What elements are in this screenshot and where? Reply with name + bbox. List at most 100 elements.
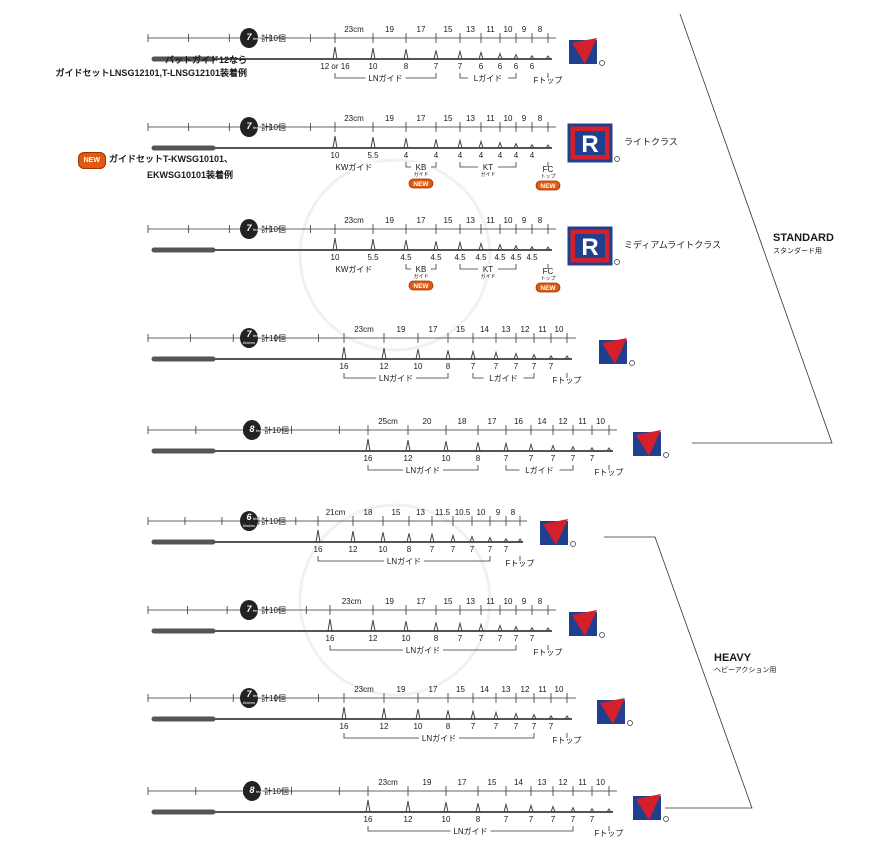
spacing-label: 13 (466, 114, 475, 123)
spacing-label: 12 (521, 325, 530, 334)
guide-size-label: 8 (446, 722, 451, 731)
brand-logo-red-mark (543, 519, 568, 545)
spacing-label: 15 (444, 25, 453, 34)
guide-size-label: 7 (430, 545, 435, 554)
top-label: Fトップ (595, 829, 624, 838)
guide-size-label: 5.5 (367, 151, 379, 160)
length-value: 7 (246, 604, 252, 614)
guide-ring (365, 799, 371, 813)
guide-ring (315, 529, 321, 543)
guide-ring (370, 48, 376, 60)
new-badge-text: NEW (540, 285, 556, 292)
guide-size-label: 7 (529, 815, 534, 824)
guide-size-label: 7 (471, 362, 476, 371)
spacing-label: 17 (488, 417, 497, 426)
guide-size-label: 12 (380, 362, 389, 371)
length-sub: 6inches (243, 524, 255, 528)
guide-size-label: 7 (514, 362, 519, 371)
guide-size-label: 16 (340, 362, 349, 371)
spacing-label: 9 (496, 508, 501, 517)
guide-ring (365, 438, 371, 452)
registered-mark (599, 60, 605, 66)
guide-ring (531, 353, 537, 360)
guide-size-label: 4 (498, 151, 503, 160)
bracket-label: LNガイド (406, 645, 440, 655)
guide-ring (513, 244, 519, 251)
spacing-label: 19 (397, 325, 406, 334)
guide-ring (332, 46, 338, 60)
guide-ring (450, 533, 456, 543)
guide-ring (341, 706, 347, 720)
spacing-label: 8 (538, 216, 543, 225)
spacing-label: 15 (456, 685, 465, 694)
spacing-label: 15 (444, 597, 453, 606)
bracket-label-bg (403, 645, 443, 655)
spacing-label: 9 (522, 597, 527, 606)
total-guides-label: 計10個 (261, 693, 286, 703)
guide-ring (503, 537, 509, 543)
guide-ring (443, 802, 449, 813)
guide-size-label: 7 (514, 722, 519, 731)
guide-size-label: 7 (551, 815, 556, 824)
length-unit: feet (253, 125, 261, 130)
spacing-label: 8 (538, 25, 543, 34)
length-value: 8 (249, 424, 254, 434)
spacing-label: 19 (385, 597, 394, 606)
guide-size-label: 12 (369, 634, 378, 643)
spacing-label: 12 (559, 778, 568, 787)
bracket-label-bg (483, 373, 524, 383)
guide-ring (513, 712, 519, 720)
length-badge (240, 28, 258, 48)
guide-ring (529, 143, 535, 149)
guide-size-label: 16 (364, 454, 373, 463)
bracket-sub-label: ガイド (413, 273, 428, 280)
guide-ring (545, 144, 551, 149)
guide-size-label: 7 (504, 454, 509, 463)
guide-ring (589, 446, 595, 452)
brand-logo-blue-inner (575, 131, 605, 155)
guide-ring (445, 350, 451, 360)
length-value: 7 (246, 121, 252, 131)
total-guides-label: 計10個 (261, 224, 286, 234)
guide-size-label: 7 (590, 454, 595, 463)
length-value: 7 (246, 329, 252, 339)
spacing-label: 10 (504, 114, 513, 123)
spacing-label: 15 (444, 216, 453, 225)
guide-size-label: 10 (331, 151, 340, 160)
spacing-label: 17 (417, 216, 426, 225)
top-label: Fトップ (506, 559, 535, 568)
guide-ring (487, 536, 493, 543)
guide-size-label: 6 (479, 62, 484, 71)
bracket-label-bg (519, 465, 560, 475)
top-label: Fトップ (534, 76, 563, 85)
registered-mark (629, 360, 635, 366)
guide-size-label: 4.5 (494, 253, 506, 262)
guide-size-label: 7 (458, 62, 463, 71)
guide-ring (478, 139, 484, 149)
guide-ring (370, 620, 376, 632)
guide-size-label: 8 (476, 454, 481, 463)
spacing-label: 14 (480, 325, 489, 334)
length-unit: feet (253, 227, 261, 232)
guide-size-label: 7 (494, 362, 499, 371)
guide-size-label: 10 (442, 454, 451, 463)
guide-ring (370, 239, 376, 251)
guide-size-label: 4.5 (510, 253, 522, 262)
spacing-label: 19 (385, 216, 394, 225)
guide-ring (497, 141, 503, 149)
total-guides-label: 計10個 (264, 786, 289, 796)
new-badge-text: NEW (413, 283, 429, 290)
total-guides-label: 計10個 (261, 33, 286, 43)
spacing-label: 17 (429, 325, 438, 334)
guide-size-label: 6 (514, 62, 519, 71)
spacing-label: 20 (423, 417, 432, 426)
spacing-label: 10 (555, 685, 564, 694)
guide-size-label: 4.5 (475, 253, 487, 262)
new-badge (535, 282, 561, 293)
